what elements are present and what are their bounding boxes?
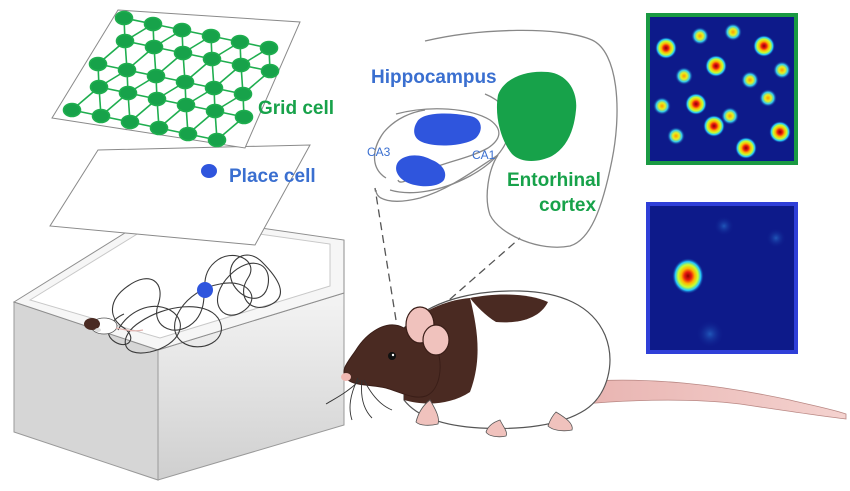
grid-node — [91, 108, 111, 124]
grid-node — [176, 97, 196, 113]
grid-firing-field — [655, 37, 677, 59]
rat-illustration — [325, 290, 847, 438]
grid-node — [233, 86, 253, 102]
grid-lattice — [62, 10, 280, 148]
place-cell-heatmap — [646, 202, 798, 354]
grid-firing-field — [653, 97, 671, 115]
grid-node — [231, 57, 251, 73]
grid-node — [62, 102, 82, 118]
grid-firing-field — [759, 89, 777, 107]
grid-node — [202, 51, 222, 67]
projection-line-right — [439, 237, 521, 309]
grid-firing-field — [691, 27, 709, 45]
grid-node — [259, 40, 279, 56]
grid-node — [178, 126, 198, 142]
entorhinal-label-line2: cortex — [539, 195, 597, 216]
grid-cell-heatmap — [646, 13, 798, 165]
place-cell-dot — [201, 164, 217, 178]
grid-firing-field — [675, 67, 693, 85]
grid-firing-field — [685, 93, 707, 115]
rat-trajectory — [107, 254, 281, 354]
grid-firing-field — [753, 35, 775, 57]
grid-node — [88, 56, 108, 72]
grid-firing-field — [721, 107, 739, 125]
grid-node — [201, 28, 221, 44]
grid-node — [118, 85, 138, 101]
ca1-region — [414, 113, 481, 146]
grid-firing-field — [724, 23, 742, 41]
grid-cell-label: Grid cell — [258, 98, 335, 119]
grid-node — [149, 120, 169, 136]
grid-node — [144, 39, 164, 55]
grid-firing-field — [703, 115, 725, 137]
grid-node — [204, 80, 224, 96]
grid-node — [120, 114, 140, 130]
arena-box — [12, 212, 345, 481]
grid-firing-field — [705, 55, 727, 77]
grid-node — [147, 91, 167, 107]
grid-firing-field — [667, 127, 685, 145]
grid-node — [146, 68, 166, 84]
grid-node — [143, 16, 163, 32]
grid-node — [114, 10, 134, 26]
grid-node — [117, 62, 137, 78]
hippocampus-label: Hippocampus — [371, 67, 497, 88]
grid-node — [173, 45, 193, 61]
small-rat-icon — [84, 317, 144, 335]
arena-place-field — [197, 282, 213, 298]
grid-node — [260, 63, 280, 79]
ca3-region — [396, 155, 446, 187]
ca3-label: CA3 — [367, 145, 391, 159]
grid-node — [205, 103, 225, 119]
grid-firing-field — [773, 61, 791, 79]
grid-firing-field — [735, 137, 757, 159]
grid-node — [230, 34, 250, 50]
grid-node — [234, 109, 254, 125]
grid-node — [207, 132, 227, 148]
grid-firing-field — [769, 121, 791, 143]
grid-node — [89, 79, 109, 95]
grid-firing-field — [741, 71, 759, 89]
place-cell-label: Place cell — [229, 166, 316, 187]
entorhinal-label-line1: Entorhinal — [507, 170, 601, 191]
grid-node — [115, 33, 135, 49]
grid-node — [175, 74, 195, 90]
place-field-peak — [672, 258, 704, 294]
entorhinal-region — [496, 71, 577, 161]
ca1-label: CA1 — [472, 148, 496, 162]
grid-node — [172, 22, 192, 38]
projection-line-left — [374, 187, 397, 321]
